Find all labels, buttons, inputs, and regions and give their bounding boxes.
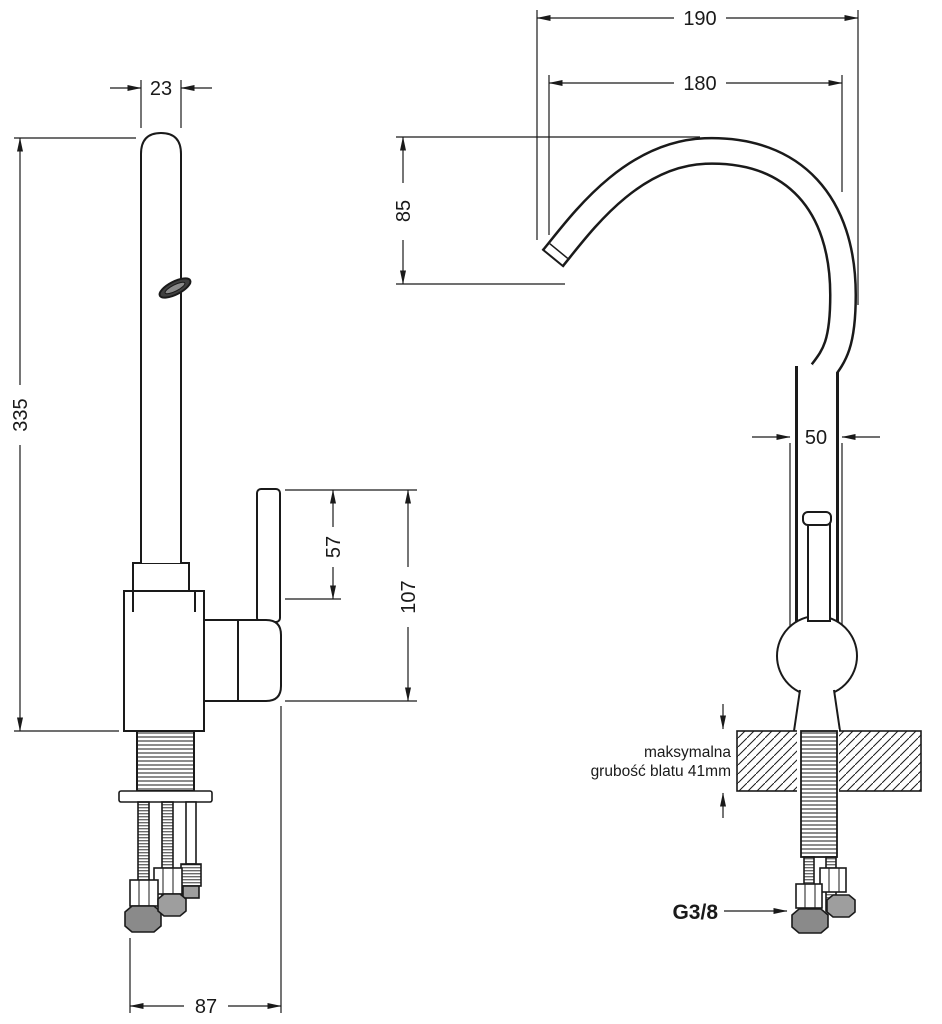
dimension-spout-reach xyxy=(548,75,843,630)
right-mounting-hardware xyxy=(791,856,856,934)
left-hex-nut-b xyxy=(157,893,187,917)
left-handle-lever xyxy=(256,488,281,623)
left-fixing-nut-a xyxy=(129,879,159,907)
left-handle-housing xyxy=(204,619,282,702)
dimension-body-height xyxy=(285,489,417,702)
left-collar xyxy=(132,562,190,592)
left-hex-nut-a xyxy=(124,905,162,933)
dimension-overall-reach xyxy=(536,10,859,305)
left-hose-tail xyxy=(185,801,197,865)
dim-label-overall-reach: 190 xyxy=(683,8,716,30)
dimension-body-width xyxy=(752,434,880,630)
drawing-labels: 23 335 57 107 87 190 180 85 50 maksymaln… xyxy=(10,8,827,1018)
counter-note-line1: maksymalna xyxy=(644,744,731,761)
spout-tip-face xyxy=(541,248,565,268)
left-faucet-view xyxy=(118,131,282,933)
dim-label-body-width: 50 xyxy=(805,427,827,449)
dim-label-spout-drop: 85 xyxy=(393,200,415,222)
right-hex-nut-a xyxy=(791,908,829,934)
dimension-spout-width xyxy=(110,80,212,128)
dimension-handle-height xyxy=(285,489,417,600)
dimension-total-height xyxy=(14,137,136,732)
left-spout-pipe xyxy=(140,131,182,563)
left-mounting-hardware xyxy=(118,730,213,933)
left-threaded-shank xyxy=(136,730,195,792)
dim-label-spout-width: 23 xyxy=(150,78,172,100)
dimension-annotations xyxy=(14,10,880,1013)
dimension-base-width xyxy=(129,706,282,1013)
dim-label-body-height: 107 xyxy=(398,580,420,613)
left-hose-connector xyxy=(180,863,202,887)
counter-note-line2: grubość blatu 41mm xyxy=(591,763,731,780)
dim-label-total-height: 335 xyxy=(10,398,32,431)
left-mounting-flange xyxy=(118,790,213,803)
right-handle-lever xyxy=(807,517,831,622)
dimension-spout-drop xyxy=(396,136,700,285)
left-aerator xyxy=(158,277,192,299)
dim-label-handle-height: 57 xyxy=(323,536,345,558)
dim-label-base-width: 87 xyxy=(195,996,217,1018)
left-faucet-body xyxy=(123,590,205,732)
thread-size-label: G3/8 xyxy=(672,901,718,924)
right-base-stem xyxy=(793,688,841,732)
right-fixing-nut-a xyxy=(795,883,823,909)
left-hose-nut xyxy=(182,885,200,899)
right-threaded-shank xyxy=(800,730,838,858)
dim-label-spout-reach: 180 xyxy=(683,73,716,95)
spout-tip-cap-line xyxy=(549,243,569,259)
right-handle-lever-cap xyxy=(802,511,832,526)
right-ball-joint xyxy=(776,615,858,697)
right-fixing-nut-b xyxy=(819,867,847,893)
right-faucet-view xyxy=(541,136,922,934)
right-hex-nut-b xyxy=(826,894,856,918)
